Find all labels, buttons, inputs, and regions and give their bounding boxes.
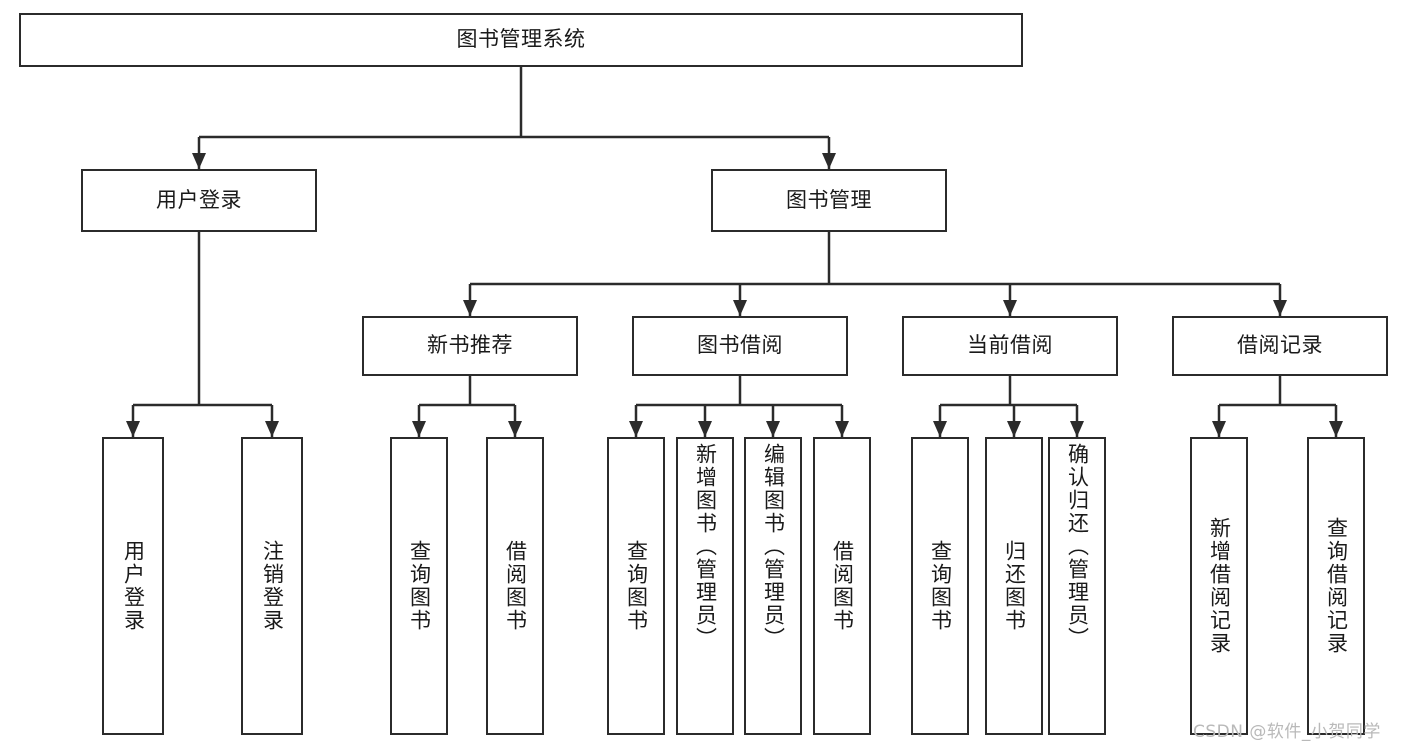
node-label: 新书推荐 (427, 333, 513, 358)
node-label: 查询借阅记录 (1324, 517, 1349, 655)
arrowhead (629, 421, 643, 437)
node-r1: 新增借阅记录 (1190, 437, 1248, 735)
arrowhead (1003, 300, 1017, 316)
node-label: 查询图书 (624, 540, 649, 632)
node-root: 图书管理系统 (19, 13, 1023, 67)
node-label: 图书管理 (786, 187, 872, 212)
node-borrow: 图书借阅 (632, 316, 848, 376)
arrowhead (1070, 421, 1084, 437)
node-n2: 借阅图书 (486, 437, 544, 735)
node-label: 图书管理系统 (456, 27, 586, 52)
arrowhead (733, 300, 747, 316)
node-label: 新增图书（管理员） (693, 443, 718, 650)
node-current: 当前借阅 (902, 316, 1118, 376)
node-n1: 查询图书 (390, 437, 448, 735)
node-label: 查询图书 (407, 540, 432, 632)
arrowhead (192, 153, 206, 169)
node-label: 注销登录 (260, 540, 285, 632)
arrowhead (822, 153, 836, 169)
node-label: 借阅记录 (1237, 333, 1323, 358)
node-label: 当前借阅 (967, 333, 1053, 358)
node-records: 借阅记录 (1172, 316, 1388, 376)
node-label: 确认归还（管理员） (1065, 443, 1090, 650)
node-c2: 归还图书 (985, 437, 1043, 735)
arrowhead (1007, 421, 1021, 437)
arrowhead (463, 300, 477, 316)
node-bookmgmt: 图书管理 (711, 169, 947, 232)
node-label: 查询图书 (928, 540, 953, 632)
node-r2: 查询借阅记录 (1307, 437, 1365, 735)
node-b3: 编辑图书（管理员） (744, 437, 802, 735)
node-l1: 用户登录 (102, 437, 164, 735)
node-label: 借阅图书 (830, 540, 855, 632)
arrowhead (698, 421, 712, 437)
arrowhead (933, 421, 947, 437)
node-label: 借阅图书 (503, 540, 528, 632)
arrowhead (1329, 421, 1343, 437)
node-b4: 借阅图书 (813, 437, 871, 735)
arrowhead (835, 421, 849, 437)
node-label: 归还图书 (1002, 540, 1027, 632)
arrowhead (508, 421, 522, 437)
node-newbook: 新书推荐 (362, 316, 578, 376)
arrowhead (766, 421, 780, 437)
node-label: 编辑图书（管理员） (761, 443, 786, 650)
node-c1: 查询图书 (911, 437, 969, 735)
node-label: 用户登录 (121, 540, 146, 632)
arrowhead (1212, 421, 1226, 437)
node-b1: 查询图书 (607, 437, 665, 735)
arrowhead (412, 421, 426, 437)
node-c3: 确认归还（管理员） (1048, 437, 1106, 735)
csdn-watermark: CSDN @软件_小贺同学 (1193, 722, 1381, 742)
node-label: 图书借阅 (697, 333, 783, 358)
arrowhead (265, 421, 279, 437)
arrowhead (1273, 300, 1287, 316)
node-login: 用户登录 (81, 169, 317, 232)
arrowhead (126, 421, 140, 437)
node-b2: 新增图书（管理员） (676, 437, 734, 735)
node-l2: 注销登录 (241, 437, 303, 735)
node-label: 用户登录 (156, 187, 242, 212)
node-label: 新增借阅记录 (1207, 517, 1232, 655)
